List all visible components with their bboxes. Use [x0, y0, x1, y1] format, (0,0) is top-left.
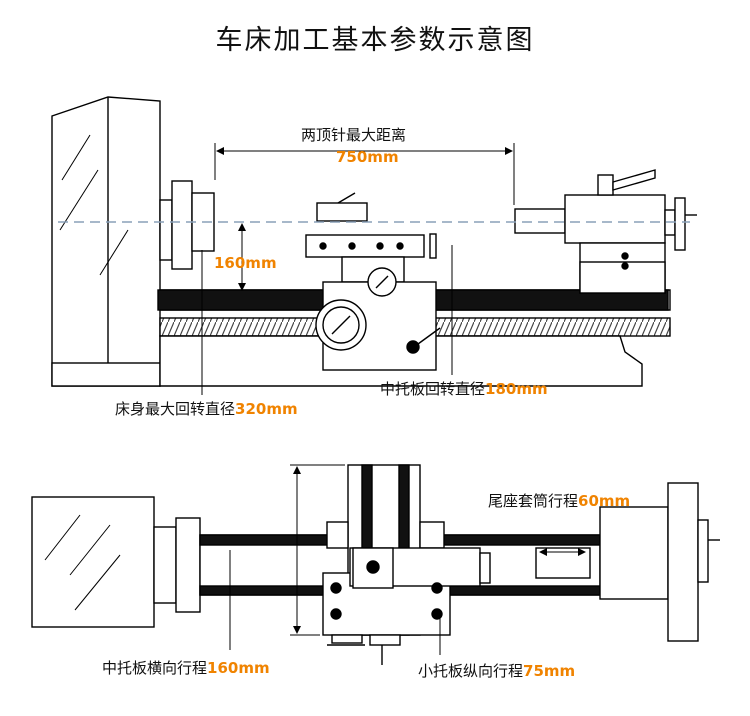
tailstock	[514, 169, 697, 294]
cross-slide-travel-label: 中托板横向行程	[102, 659, 208, 677]
dimension-lines-top	[201, 143, 515, 395]
bed-swing-row: 床身最大回转直径320mm	[115, 398, 298, 419]
diagram-title: 车床加工基本参数示意图	[215, 25, 535, 56]
carriage-swing-value: 180mm	[485, 380, 548, 398]
cross-slide-travel-row: 中托板横向行程160mm	[102, 657, 270, 678]
side-view	[51, 96, 697, 387]
compound-slide-travel-label: 小托板纵向行程	[418, 662, 524, 680]
center-distance-value: 750mm	[336, 148, 399, 166]
carriage-swing-row: 中托板回转直径180mm	[380, 378, 548, 399]
center-distance-label: 两顶针最大距离	[301, 126, 407, 144]
center-height-value: 160mm	[214, 254, 277, 272]
compound-slide-travel-value: 75mm	[523, 662, 576, 680]
plan-view	[31, 464, 720, 665]
cross-slide-travel-value: 160mm	[207, 659, 270, 677]
bed-swing-label: 床身最大回转直径	[115, 400, 236, 418]
headstock	[51, 96, 161, 387]
carriage	[305, 192, 441, 371]
dimension-lines-bottom	[229, 464, 586, 655]
tailstock-quill-travel-label: 尾座套筒行程	[488, 492, 579, 510]
headstock-plan	[31, 496, 201, 628]
chuck	[159, 180, 215, 270]
tailstock-quill-travel-value: 60mm	[578, 492, 631, 510]
compound-slide-travel-row: 小托板纵向行程75mm	[418, 660, 575, 681]
tailstock-quill-travel-row: 尾座套筒行程60mm	[488, 490, 630, 511]
bed-swing-value: 320mm	[235, 400, 298, 418]
carriage-plan	[322, 464, 491, 665]
carriage-swing-label: 中托板回转直径	[380, 380, 486, 398]
